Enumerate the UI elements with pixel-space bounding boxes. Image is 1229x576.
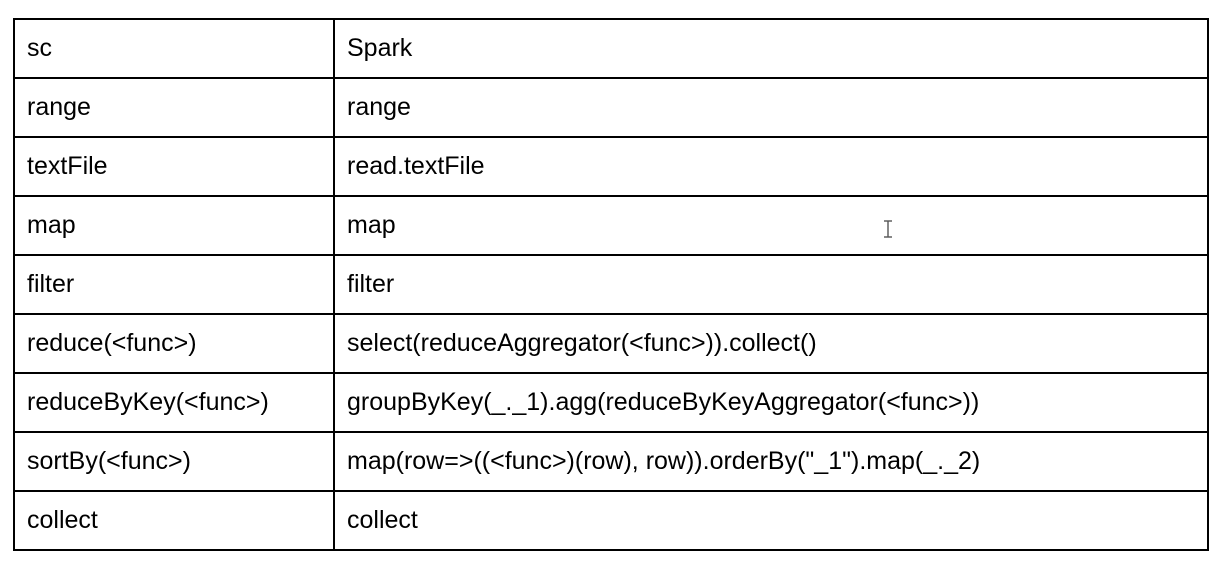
spark-cell: select(reduceAggregator(<func>)).collect… <box>333 313 1209 374</box>
table-row: reduceByKey(<func>) groupByKey(_._1).agg… <box>13 372 1209 433</box>
spark-cell: map <box>333 195 1209 256</box>
spark-cell: collect <box>333 490 1209 551</box>
table-row: map map <box>13 195 1209 256</box>
table-row: sortBy(<func>) map(row=>((<func>)(row), … <box>13 431 1209 492</box>
table-row: sc Spark <box>13 18 1209 79</box>
api-mapping-table: sc Spark range range textFile read.textF… <box>13 18 1209 551</box>
spark-cell: range <box>333 77 1209 138</box>
rdd-cell: collect <box>13 490 335 551</box>
rdd-cell: map <box>13 195 335 256</box>
spark-cell: Spark <box>333 18 1209 79</box>
table-row: reduce(<func>) select(reduceAggregator(<… <box>13 313 1209 374</box>
text-cursor-icon <box>884 220 892 238</box>
rdd-cell: reduce(<func>) <box>13 313 335 374</box>
table-row: collect collect <box>13 490 1209 551</box>
rdd-cell: sortBy(<func>) <box>13 431 335 492</box>
rdd-cell: sc <box>13 18 335 79</box>
rdd-cell: textFile <box>13 136 335 197</box>
rdd-cell: reduceByKey(<func>) <box>13 372 335 433</box>
spark-cell: filter <box>333 254 1209 315</box>
table-row: filter filter <box>13 254 1209 315</box>
spark-cell: map(row=>((<func>)(row), row)).orderBy("… <box>333 431 1209 492</box>
rdd-cell: range <box>13 77 335 138</box>
spark-cell: read.textFile <box>333 136 1209 197</box>
table-row: range range <box>13 77 1209 138</box>
spark-cell: groupByKey(_._1).agg(reduceByKeyAggregat… <box>333 372 1209 433</box>
rdd-cell: filter <box>13 254 335 315</box>
table-row: textFile read.textFile <box>13 136 1209 197</box>
